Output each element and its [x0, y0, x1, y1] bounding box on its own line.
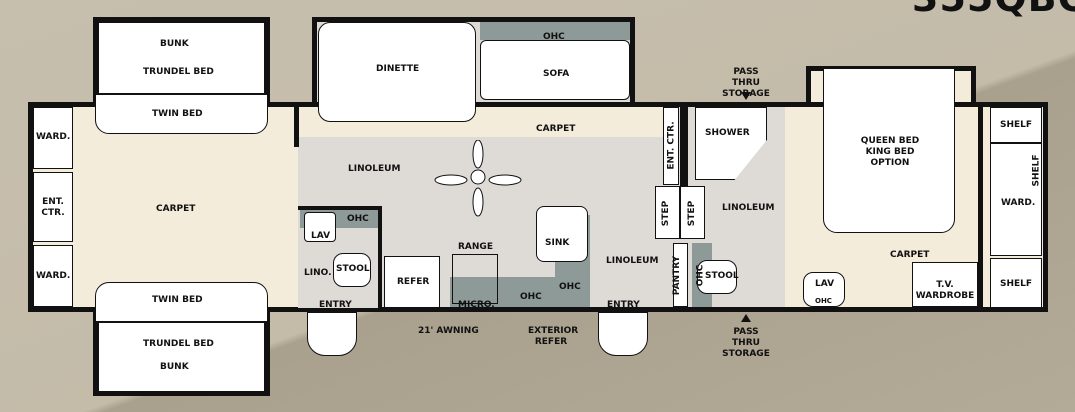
label-sink: SINK: [545, 238, 570, 248]
label-exterior-refer: EXTERIOR REFER: [528, 326, 579, 347]
twin-bed-bottom: [95, 282, 268, 322]
label-micro: MICRO.: [458, 300, 495, 310]
label-lav-mid: LAV: [311, 231, 331, 241]
ward-top: [33, 107, 73, 169]
label-tv-wardrobe: T.V. WARDROBE: [915, 280, 975, 301]
label-ohc-sofa: OHC: [543, 32, 565, 42]
label-entry-left: ENTRY: [319, 300, 352, 310]
label-pass-thru-bottom: PASS THRU STORAGE: [722, 327, 770, 359]
pantry: [673, 243, 688, 307]
shelf-top: [990, 107, 1042, 143]
label-step-2: STEP: [687, 200, 698, 227]
refer-box: [384, 256, 440, 308]
tv-wardrobe: [912, 262, 978, 307]
stool-bath: [697, 260, 737, 294]
sofa: [480, 40, 630, 100]
label-ent-ctr-left: ENT. CTR.: [41, 197, 65, 218]
label-linoleum-mid: LINOLEUM: [348, 164, 401, 174]
label-bunk-top: BUNK: [160, 39, 189, 49]
kitchen-ohc: [450, 277, 590, 307]
label-dinette: DINETTE: [376, 64, 420, 74]
label-stool-bath: STOOL: [705, 271, 739, 281]
dinette-table: [318, 22, 476, 122]
label-shelf-side: SHELF: [1031, 154, 1042, 187]
shelf-bottom: [990, 258, 1042, 308]
step-2: [680, 186, 705, 239]
bath-wall: [680, 107, 688, 187]
bunk-bottom: [98, 322, 265, 392]
label-shower: SHOWER: [705, 128, 750, 138]
sofa-ohc: [480, 22, 630, 40]
label-range: RANGE: [458, 242, 493, 252]
step-1: [655, 186, 680, 239]
label-lino: LINO.: [304, 268, 332, 278]
lav-bath: [803, 272, 845, 307]
arrow-down-icon: [741, 92, 751, 100]
label-twin-top: TWIN BED: [152, 109, 203, 119]
label-step-1: STEP: [661, 200, 672, 227]
bunk-top: [98, 22, 265, 94]
entry-steps-left[interactable]: [307, 312, 357, 356]
label-refer: REFER: [397, 277, 430, 287]
stool-left: [333, 253, 371, 287]
label-ent-ctr-right: ENT. CTR.: [666, 121, 677, 170]
label-awning: 21' AWNING: [418, 326, 479, 336]
label-trundel-bottom: TRUNDEL BED: [143, 339, 214, 349]
label-lav-bath: LAV: [815, 279, 835, 289]
queen-bed: [823, 68, 955, 233]
ward-bottom: [33, 245, 73, 307]
label-shelf-bottom: SHELF: [1000, 279, 1033, 289]
label-linoleum-kitchen: LINOLEUM: [606, 256, 659, 266]
partition-left: [294, 107, 299, 147]
label-pantry: PANTRY: [672, 255, 683, 296]
label-stool-mid: STOOL: [336, 264, 370, 274]
label-entry-right: ENTRY: [607, 300, 640, 310]
label-ohc-kitchen2: OHC: [559, 282, 581, 292]
label-trundel-top: TRUNDEL BED: [143, 67, 214, 77]
label-sofa: SOFA: [543, 69, 570, 79]
sink-island: [536, 206, 588, 262]
ceiling-fan-icon: [433, 139, 523, 220]
label-ward-bottom: WARD.: [36, 271, 71, 281]
label-ohc-kitchen1: OHC: [520, 292, 542, 302]
ent-ctr-right: [663, 107, 679, 185]
twin-bed-top: [95, 94, 268, 134]
label-ward-top: WARD.: [36, 132, 71, 142]
ward-master: [990, 143, 1042, 256]
range: [452, 254, 498, 304]
ent-ctr-left: [33, 172, 73, 242]
label-ward-master: WARD.: [1001, 198, 1036, 208]
entry-steps-right[interactable]: [598, 312, 648, 356]
label-shelf-top: SHELF: [1000, 120, 1033, 130]
label-bunk-bottom: BUNK: [160, 362, 189, 372]
label-queen-bed: QUEEN BED KING BED OPTION: [860, 136, 920, 168]
front-wall: [978, 107, 983, 307]
lav-sink: [304, 212, 336, 242]
label-twin-bottom: TWIN BED: [152, 295, 203, 305]
label-ohc-lav: OHC: [347, 214, 369, 224]
model-title: 355QBQ: [912, 0, 1075, 18]
label-ohc-lav-bath: OHC: [815, 297, 832, 305]
label-linoleum-bath: LINOLEUM: [722, 203, 775, 213]
label-carpet-mid: CARPET: [536, 124, 576, 134]
arrow-up-icon: [741, 314, 751, 322]
label-carpet-master: CARPET: [890, 250, 930, 260]
label-carpet-left: CARPET: [156, 204, 196, 214]
